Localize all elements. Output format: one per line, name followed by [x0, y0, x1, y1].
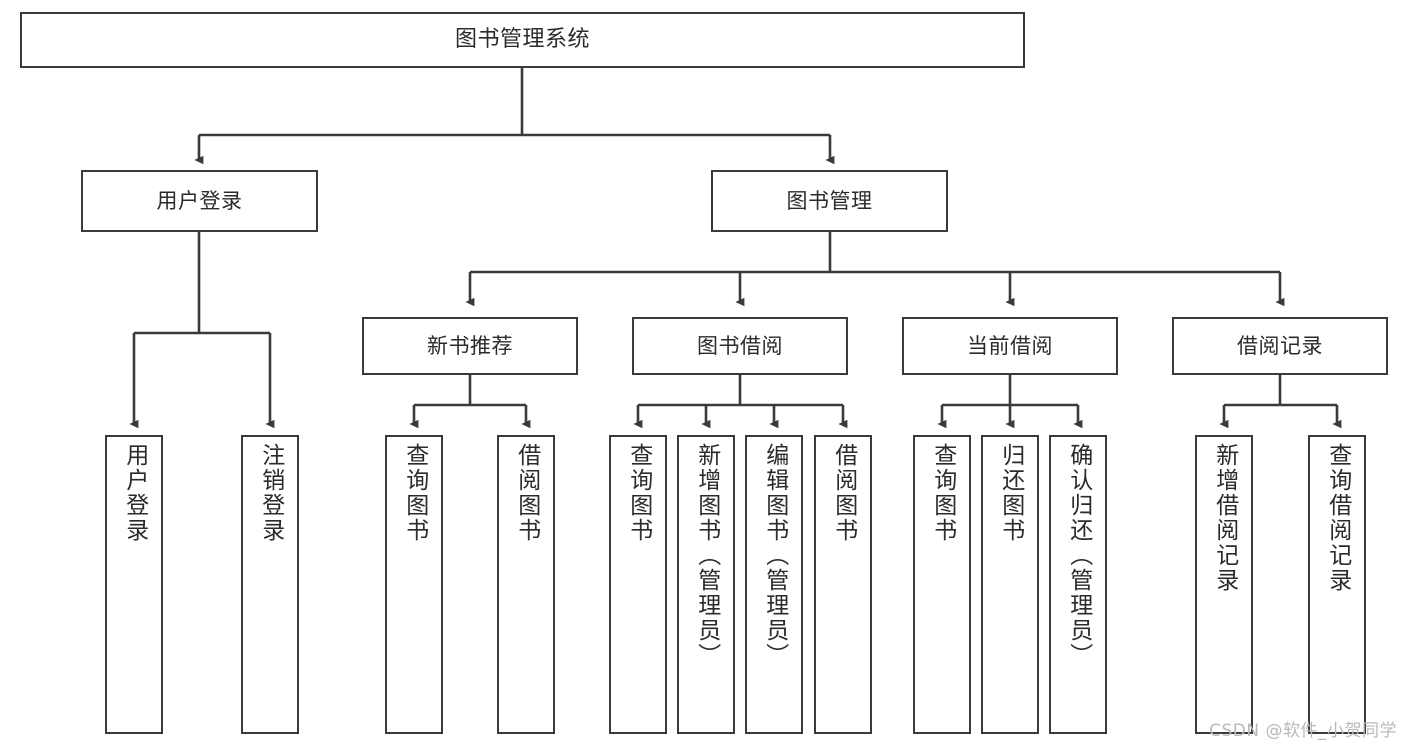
- node-label: 归还图书: [997, 443, 1024, 543]
- node-book-management[interactable]: 图书管理: [711, 170, 948, 232]
- watermark-text: CSDN @软件_小贺同学: [1209, 721, 1397, 741]
- node-user-login[interactable]: 用户登录: [81, 170, 318, 232]
- node-current-borrow[interactable]: 当前借阅: [902, 317, 1118, 375]
- node-root-system[interactable]: 图书管理系统: [20, 12, 1025, 68]
- node-new-book-recommend[interactable]: 新书推荐: [362, 317, 578, 375]
- node-label: 注销登录: [257, 443, 284, 543]
- leaf-add-borrow-record[interactable]: 新增借阅记录: [1195, 435, 1253, 734]
- node-label: 借阅记录: [1237, 333, 1323, 358]
- leaf-add-book-admin[interactable]: 新增图书（管理员）: [677, 435, 735, 734]
- leaf-user-login[interactable]: 用户登录: [105, 435, 163, 734]
- node-label: 图书借阅: [697, 333, 783, 358]
- leaf-query-book-current[interactable]: 查询图书: [913, 435, 971, 734]
- node-label: 新增借阅记录: [1211, 443, 1238, 593]
- node-label: 图书管理系统: [454, 27, 590, 53]
- leaf-edit-book-admin[interactable]: 编辑图书（管理员）: [745, 435, 803, 734]
- node-label: 确认归还（管理员）: [1065, 443, 1092, 668]
- node-label: 新增图书（管理员）: [693, 443, 720, 668]
- leaf-query-book-recommend[interactable]: 查询图书: [385, 435, 443, 734]
- node-label: 编辑图书（管理员）: [761, 443, 788, 668]
- node-label: 借阅图书: [830, 443, 857, 543]
- node-label: 用户登录: [121, 443, 148, 543]
- node-label: 图书管理: [786, 188, 873, 213]
- leaf-query-book[interactable]: 查询图书: [609, 435, 667, 734]
- node-label: 当前借阅: [967, 333, 1053, 358]
- node-label: 借阅图书: [513, 443, 540, 543]
- node-label: 查询图书: [401, 443, 428, 543]
- leaf-return-book[interactable]: 归还图书: [981, 435, 1039, 734]
- node-book-borrow[interactable]: 图书借阅: [632, 317, 848, 375]
- node-borrow-record[interactable]: 借阅记录: [1172, 317, 1388, 375]
- leaf-logout[interactable]: 注销登录: [241, 435, 299, 734]
- node-label: 查询借阅记录: [1324, 443, 1351, 593]
- leaf-borrow-book-recommend[interactable]: 借阅图书: [497, 435, 555, 734]
- leaf-confirm-return-admin[interactable]: 确认归还（管理员）: [1049, 435, 1107, 734]
- node-label: 查询图书: [625, 443, 652, 543]
- node-label: 新书推荐: [427, 333, 513, 358]
- leaf-query-borrow-record[interactable]: 查询借阅记录: [1308, 435, 1366, 734]
- leaf-borrow-book[interactable]: 借阅图书: [814, 435, 872, 734]
- node-label: 查询图书: [929, 443, 956, 543]
- node-label: 用户登录: [156, 188, 243, 213]
